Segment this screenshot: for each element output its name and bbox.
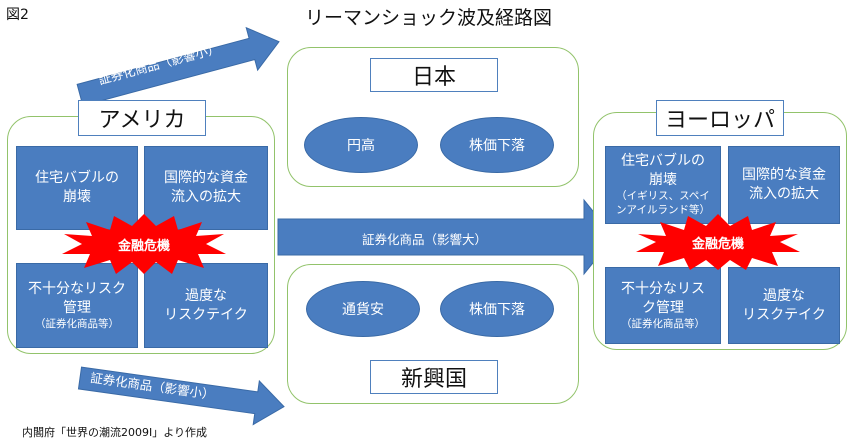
japan-item-yen-appreciation: 円高: [304, 117, 418, 173]
japan-item-stock-decline: 株価下落: [440, 117, 554, 173]
america-cell-risk-taking: 過度なリスクテイク: [144, 263, 268, 348]
america-crisis-label: 金融危機: [117, 238, 170, 254]
america-label: アメリカ: [78, 100, 206, 136]
europe-label: ヨーロッパ: [656, 100, 784, 136]
arrow-label-to-europe: 証券化商品（影響大）: [362, 232, 488, 247]
europe-cell-housing: 住宅バブルの崩壊 （イギリス、スペインアイルランド等）: [605, 146, 721, 224]
america-crisis-burst: [62, 214, 226, 274]
europe-cell-capital-inflow: 国際的な資金流入の拡大: [728, 146, 840, 224]
america-cell-housing: 住宅バブルの崩壊: [16, 146, 138, 230]
emerging-item-stock-decline: 株価下落: [440, 281, 554, 337]
arrow-to-emerging: [77, 366, 285, 426]
arrow-to-japan: [76, 26, 280, 107]
source-note: 内閣府「世界の潮流2009Ⅰ」より作成: [22, 426, 208, 439]
emerging-label: 新興国: [370, 360, 498, 394]
figure-label: 図2: [6, 7, 29, 23]
diagram-title: リーマンショック波及経路図: [304, 7, 552, 29]
europe-crisis-label: 金融危機: [691, 236, 744, 252]
europe-cell-risk-taking: 過度なリスクテイク: [728, 267, 840, 344]
america-cell-risk-management: 不十分なリスク管理 （証券化商品等）: [16, 263, 138, 348]
america-cell-capital-inflow: 国際的な資金流入の拡大: [144, 146, 268, 230]
europe-cell-risk-management: 不十分なリスク管理 （証券化商品等）: [605, 267, 721, 344]
europe-crisis-burst: [636, 214, 800, 270]
japan-label: 日本: [370, 58, 498, 92]
emerging-item-currency-depreciation: 通貨安: [306, 281, 420, 337]
